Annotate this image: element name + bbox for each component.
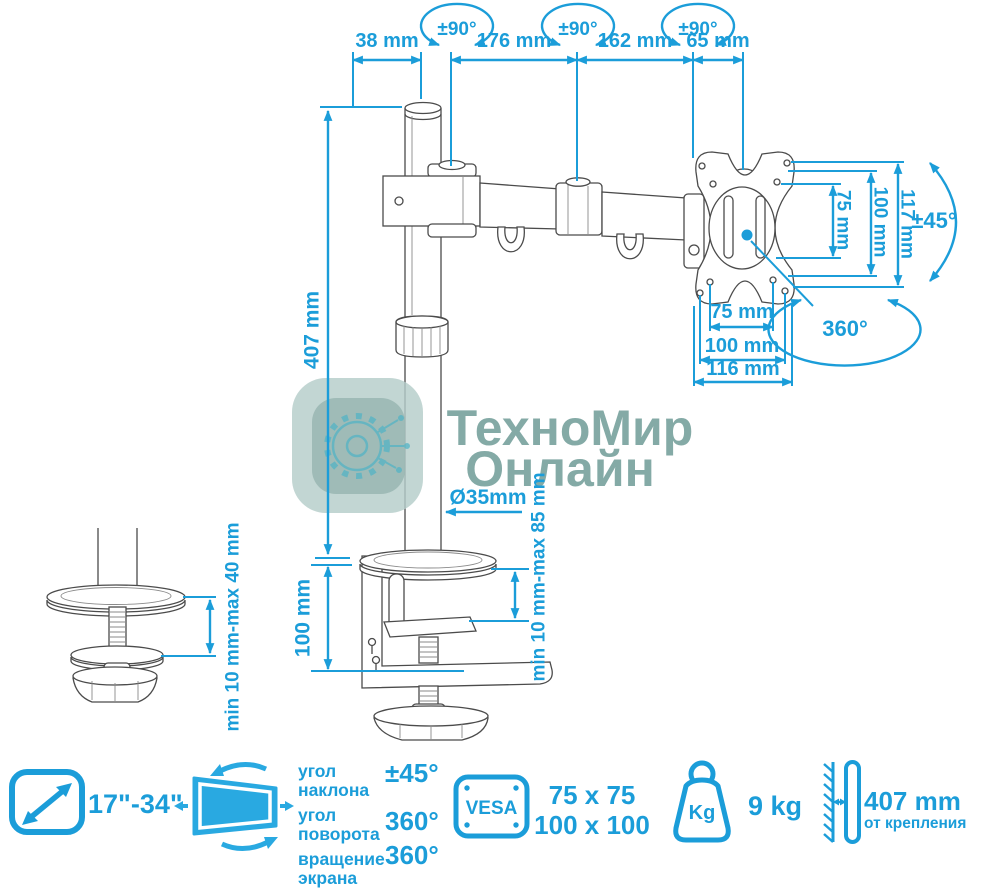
rotation-label: вращение экрана [298,849,385,888]
cable-clip-2 [616,233,644,260]
tilt-angle-label: угол наклона [298,761,370,800]
dim-label-vesa-v-100: 100 mm [870,187,891,258]
weight-badge-text: Kg [689,802,716,824]
watermark-logo-inner [312,398,405,494]
dim-label-pole-diameter: Ø35mm [449,486,526,509]
swivel-label-1: ±90° [437,19,476,40]
dim-label-pole-height: 407 mm [301,291,324,369]
spec-strip: 17"-34" угол наклона ±45° угол поворота … [0,752,984,888]
watermark-title-line1: ТехноМир [447,400,694,456]
line-art [46,101,795,741]
pole-collar [395,315,449,358]
rotation-value: 360° [385,840,439,870]
arm-segment-2 [601,191,687,241]
vesa-badge-text: VESA [466,798,518,819]
distance-icon [823,760,861,844]
distance-value: 407 mm [864,786,961,816]
weight-icon: Kg [673,760,731,843]
dim-label-162mm: 162 mm [598,30,673,52]
swivel-label-2: ±90° [558,19,597,40]
dim-label-grommet-range: min 10 mm-max 40 mm [223,522,244,731]
arm-bracket [382,159,481,238]
tilt-angle-value: ±45° [385,758,439,788]
swivel-label-3: ±90° [678,19,717,40]
arm-joint-2 [555,177,603,236]
grommet-mount-detail [46,528,186,703]
dim-label-176mm: 176 mm [477,30,552,52]
dim-label-vesa-v-117: 117 mm [897,189,918,259]
vesa-size-100: 100 x 100 [534,810,650,840]
dim-label-desk-range: min 10 mm-max 85 mm [529,472,550,681]
dim-label-vesa-h-116: 116 mm [706,358,779,380]
watermark-title-line2: Онлайн [465,441,655,497]
swivel-angle-value: 360° [385,806,439,836]
vesa-size-75: 75 x 75 [548,780,636,810]
weight-value: 9 kg [748,791,803,821]
vesa-icon: VESA [453,774,530,839]
vesa-plate [695,151,795,305]
screen-size-icon [9,769,85,835]
monitor-tilt-icon [174,762,294,851]
dim-label-rotate: 360° [822,316,868,341]
dimensions: 38 mm 176 mm 162 mm 65 mm ±90° ±90° ±90°… [161,2,958,732]
dim-label-vesa-h-75: 75 mm [710,301,773,323]
dim-label-tilt: ±45° [911,208,956,233]
distance-caption: от крепления [864,815,967,832]
desk-clamp [359,549,553,741]
swivel-angle-label: угол поворота [298,805,380,844]
cable-clip-1 [497,226,525,253]
screen-size-value: 17"-34" [88,789,183,819]
dim-label-vesa-h-100: 100 mm [705,335,780,357]
vesa-hinge [683,193,705,269]
gear-icon [324,413,410,479]
dim-label-vesa-v-75: 75 mm [833,190,854,250]
watermark: ТехноМир Онлайн [292,378,693,513]
vesa-center-dot [741,229,753,241]
dim-label-clamp-height: 100 mm [292,579,315,657]
monitor-arm-diagram: ТехноМир Онлайн 38 mm 176 mm 162 mm 65 m… [46,2,958,741]
dim-label-38mm: 38 mm [355,30,418,52]
arm-segment-1 [479,182,561,230]
